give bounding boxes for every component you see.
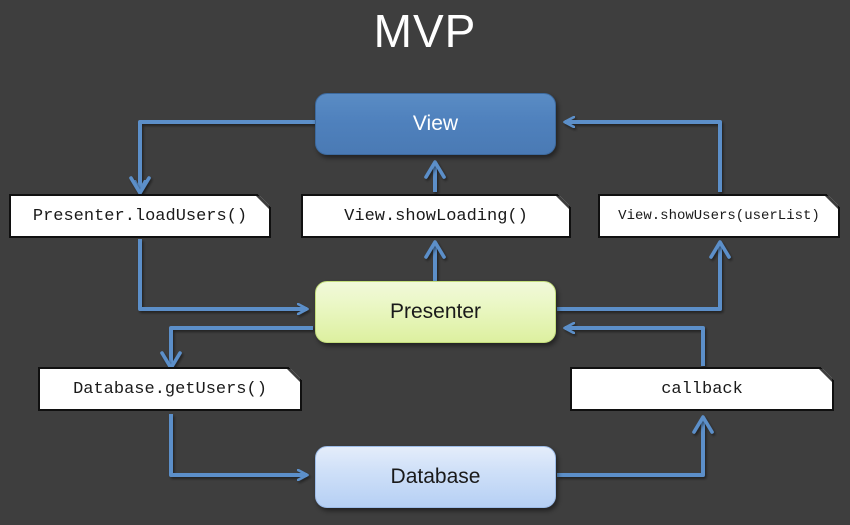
wire-loadusers-to-presenter: [138, 239, 307, 309]
note-view-showusers[interactable]: View.showUsers(userList): [598, 194, 840, 238]
arrowhead-into-view-loading: [424, 160, 446, 179]
wire-view-to-loadusers: [140, 120, 315, 190]
arrowhead-into-showloading: [424, 240, 446, 259]
note-view-showloading-label: View.showLoading(): [344, 206, 528, 226]
wire-presenter-to-showusers: [557, 243, 722, 311]
note-presenter-loadusers[interactable]: Presenter.loadUsers(): [9, 194, 271, 238]
note-database-getusers-label: Database.getUsers(): [73, 379, 267, 399]
wire-callback-to-presenter: [565, 328, 705, 366]
node-database[interactable]: Database: [315, 446, 556, 508]
arrowhead-into-loadusers: [129, 176, 151, 195]
wire-presenter-to-getusers: [169, 326, 313, 365]
note-callback-label: callback: [661, 379, 743, 399]
node-database-label: Database: [390, 465, 481, 488]
node-view-label: View: [412, 112, 459, 135]
note-view-showusers-label: View.showUsers(userList): [618, 208, 820, 224]
page-title: MVP: [373, 5, 477, 57]
note-database-getusers[interactable]: Database.getUsers(): [38, 367, 302, 411]
wire-getusers-to-database: [169, 414, 307, 475]
node-view[interactable]: View: [315, 93, 556, 155]
wire-showusers-to-view: [565, 122, 722, 192]
arrowhead-into-showusers: [709, 240, 731, 259]
note-view-showloading[interactable]: View.showLoading(): [301, 194, 571, 238]
wire-database-to-callback: [557, 418, 705, 477]
note-callback[interactable]: callback: [570, 367, 834, 411]
node-presenter-label: Presenter: [389, 300, 482, 323]
arrowhead-into-callback: [692, 415, 714, 434]
node-presenter[interactable]: Presenter: [315, 281, 556, 343]
note-presenter-loadusers-label: Presenter.loadUsers(): [32, 206, 248, 226]
